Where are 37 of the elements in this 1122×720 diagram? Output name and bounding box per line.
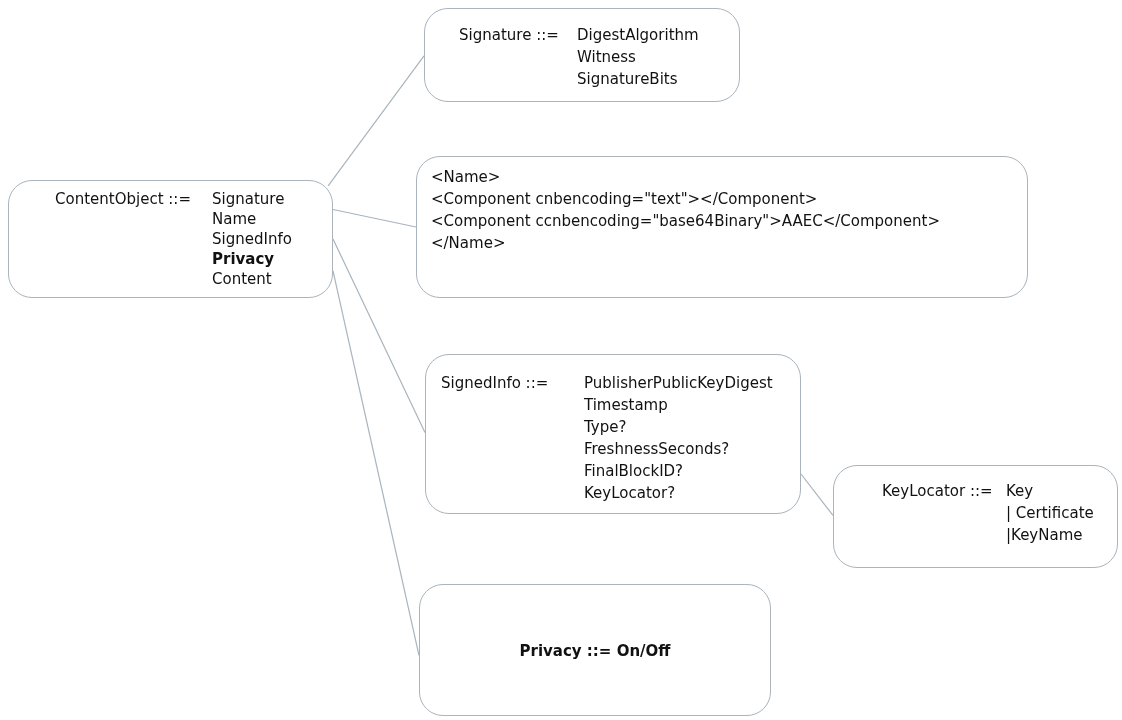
rounded-box <box>419 584 771 716</box>
definition-item: FreshnessSeconds? <box>584 439 730 459</box>
definition-item: PublisherPublicKeyDigest <box>584 373 773 393</box>
definition-term: ContentObject ::= <box>55 189 191 209</box>
definition-item: | Certificate <box>1006 503 1094 523</box>
definition-item: |KeyName <box>1006 525 1083 545</box>
definition-item: DigestAlgorithm <box>577 25 699 45</box>
connector-line <box>332 208 417 228</box>
rounded-box <box>425 354 801 514</box>
definition-item: SignatureBits <box>577 69 678 89</box>
definition-item: Privacy <box>212 249 275 269</box>
connector-line <box>332 270 420 656</box>
definition-item: Signature <box>212 189 285 209</box>
definition-text: Privacy ::= On/Off <box>518 641 672 661</box>
definition-item: Name <box>212 209 257 229</box>
definition-item: KeyLocator? <box>584 483 676 503</box>
definition-item: FinalBlockID? <box>584 461 684 481</box>
definition-item: Witness <box>577 47 636 67</box>
connector-line <box>800 473 834 517</box>
xml-line: <Component cnbencoding="text"></Component> <box>431 189 818 209</box>
connector-line <box>327 55 425 187</box>
rounded-box <box>416 156 1028 298</box>
definition-item: Key <box>1006 481 1034 501</box>
xml-line: <Name> <box>431 167 501 187</box>
xml-line: <Component ccnbencoding="base64Binary">AAEC</Component> <box>431 211 940 231</box>
rounded-box <box>8 180 333 298</box>
definition-item: SignedInfo <box>212 229 292 249</box>
definition-item: Type? <box>584 417 627 437</box>
definition-term: SignedInfo ::= <box>441 373 549 393</box>
definition-item: Content <box>212 269 272 289</box>
definition-item: Timestamp <box>584 395 668 415</box>
xml-line: </Name> <box>431 233 506 253</box>
definition-term: KeyLocator ::= <box>882 481 993 501</box>
rounded-box <box>833 465 1118 568</box>
definition-term: Signature ::= <box>459 25 559 45</box>
connector-line <box>332 238 426 433</box>
rounded-box <box>424 8 740 102</box>
